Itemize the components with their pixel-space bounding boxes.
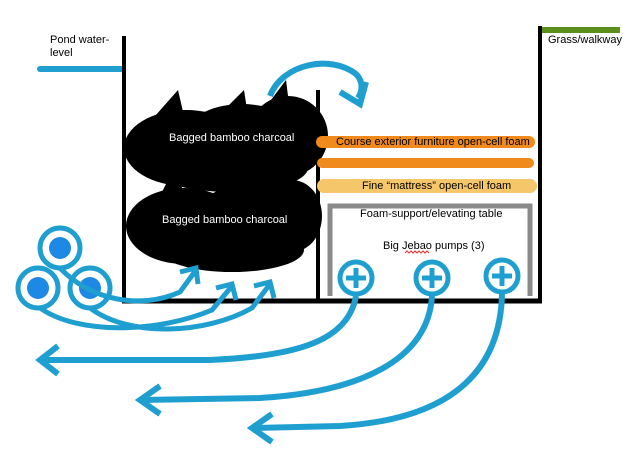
return-flow-arrow-head: [35, 343, 60, 377]
pump-plus-circle-icon: [483, 257, 521, 295]
return-flow-arrow: [139, 295, 435, 403]
intake-flow-arrow: [88, 282, 272, 332]
charcoal-bottom-label: Bagged bamboo charcoal: [162, 214, 288, 226]
table-label: Foam-support/elevating table: [360, 208, 503, 220]
return-flow-arrow-head: [134, 383, 162, 417]
coarse-foam-label: Course exterior furniture open-cell foam: [336, 136, 530, 148]
charcoal-bag-blob-icon: [126, 164, 322, 272]
water-bubble-icon: [37, 225, 83, 271]
foam-support-table: [327, 203, 533, 296]
pump-plus-circle-icon: [337, 259, 375, 297]
pumps-label: Big Jebao pumps (3): [383, 240, 485, 252]
grass-walkway-label: Grass/walkway: [548, 34, 622, 46]
charcoal-bag-blob-icon: [124, 80, 328, 192]
return-flow-arrow-head: [246, 411, 274, 445]
water-bubble-icon: [15, 265, 61, 311]
charcoal-top-label: Bagged bamboo charcoal: [169, 132, 295, 144]
intake-flow-arrow-head: [179, 264, 201, 285]
pond-water-level-label: Pond water- level: [50, 34, 109, 60]
pond-water-level-label-line1: Pond water-: [50, 34, 110, 46]
fine-foam-label: Fine “mattress” open-cell foam: [362, 180, 512, 192]
spellcheck-underline: [404, 250, 430, 254]
intake-flow-arrow: [58, 266, 199, 304]
intake-flow-arrow-head: [253, 278, 277, 299]
overflow-arrow-head: [338, 81, 369, 109]
return-flow-arrow: [251, 293, 505, 431]
pump-plus-circle-icon: [413, 259, 451, 297]
return-flow-arrow: [40, 295, 359, 363]
pond-water-level-label-line2: level: [50, 47, 73, 59]
intake-flow-arrow-head: [215, 280, 239, 301]
